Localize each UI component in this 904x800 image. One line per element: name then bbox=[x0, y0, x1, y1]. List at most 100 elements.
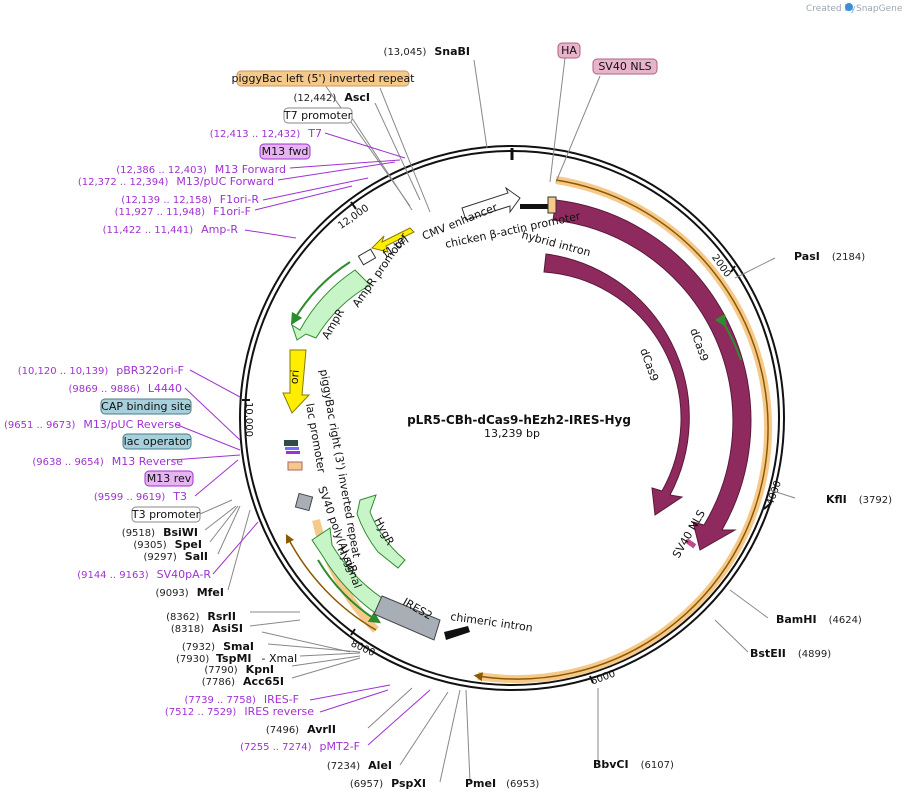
dcas9-outer-arrow bbox=[552, 199, 752, 551]
box-t7-promoter-bg bbox=[283, 107, 353, 124]
box-t3-promoter: T3 promoter bbox=[131, 506, 201, 523]
site-snabi: (13,045)SnaBI bbox=[384, 45, 470, 58]
primer-t3: (9599 .. 9619)T3 bbox=[94, 490, 187, 503]
box-t7-promoter: T7 promoter bbox=[283, 107, 353, 124]
primer-l4440: (9869 .. 9886)L4440 bbox=[68, 382, 182, 395]
primer-amp-r: (11,422 .. 11,441)Amp-R bbox=[103, 223, 239, 236]
site-pspxi: (6957)PspXI bbox=[350, 777, 426, 790]
backbone-outer bbox=[239, 145, 785, 691]
box-sv40-nls-label: SV40 NLS bbox=[598, 60, 651, 73]
tick-marks bbox=[242, 201, 772, 684]
site-bsteii: BstEII(4899) bbox=[750, 647, 831, 660]
site-pmei: PmeI(6953) bbox=[465, 777, 539, 790]
site-avrii: (7496)AvrII bbox=[266, 723, 336, 736]
ori-arrow bbox=[282, 349, 311, 414]
sv40-polya-marker bbox=[294, 492, 314, 512]
tick-10000: 10,000 bbox=[243, 402, 254, 437]
box-ha-bg bbox=[557, 42, 581, 59]
cmv-enhancer-arrow bbox=[461, 186, 521, 221]
box-lac-operator-bg bbox=[122, 433, 192, 450]
site-bsiwi: (9518)BsiWI bbox=[122, 526, 198, 539]
site-acc65i: (7786)Acc65I bbox=[202, 675, 284, 688]
f1-ori-arrow bbox=[371, 227, 415, 253]
primer-ires-f: (7739 .. 7758)IRES-F bbox=[184, 693, 299, 706]
box-cap-site-label: CAP binding site bbox=[101, 400, 191, 413]
chimeric-intron-bar bbox=[444, 626, 470, 640]
primer-pmt2-f: (7255 .. 7274)pMT2-F bbox=[240, 740, 360, 753]
plasmid-name: pLR5-CBh-dCas9-hEzh2-IRES-Hyg bbox=[407, 413, 631, 427]
snapgene-logo-icon bbox=[845, 3, 853, 11]
box-cap-site-bg bbox=[100, 398, 192, 415]
m13-rev-marker bbox=[286, 451, 300, 454]
hybrid-intron-bar bbox=[520, 204, 548, 209]
site-smai: (7932)SmaI bbox=[182, 640, 254, 653]
primer-m13-puc-reverse: (9651 .. 9673)M13/pUC Reverse bbox=[4, 418, 181, 431]
box-lac-operator-label: lac operator bbox=[124, 435, 191, 448]
primer-f1ori-f: (11,927 .. 11,948)F1ori-F bbox=[115, 205, 251, 218]
site-mfei: (9093)MfeI bbox=[155, 586, 224, 599]
box-sv40-nls: SV40 NLS bbox=[592, 58, 658, 75]
credit-prefix: Created by bbox=[806, 4, 856, 14]
highlight-band-lower-line bbox=[285, 534, 377, 631]
box-sv40-nls-bg bbox=[592, 58, 658, 75]
ampr-promoter-box bbox=[357, 248, 377, 266]
ires2-box bbox=[373, 595, 441, 641]
dcas9-outer-label: dCas9 bbox=[687, 327, 711, 364]
site-tspmi: TspMI- XmaI bbox=[216, 652, 297, 665]
box-ha-label: HA bbox=[561, 44, 577, 57]
box-piggybac-left: piggyBac left (5') inverted repeat bbox=[232, 70, 416, 87]
highlight-band-outer-line bbox=[473, 179, 769, 682]
site-alei: (7234)AleI bbox=[327, 759, 392, 772]
box-ha: HA bbox=[557, 42, 581, 59]
primer-ires-reverse: (7512 .. 7529)IRES reverse bbox=[165, 705, 314, 718]
site-kpni: (7790)KpnI bbox=[204, 663, 274, 676]
primer-f1ori-r: (12,139 .. 12,158)F1ori-R bbox=[121, 193, 259, 206]
box-m13-rev-bg bbox=[144, 470, 194, 487]
snapgene-credit: Created by SnapGene bbox=[806, 3, 903, 14]
lac-operator-marker bbox=[285, 447, 299, 450]
credit-brand: SnapGene bbox=[856, 4, 903, 14]
primer-leader-lines bbox=[171, 132, 431, 746]
site-asisi: (8318)AsiSI bbox=[171, 622, 243, 635]
box-m13-fwd-bg bbox=[259, 143, 311, 160]
box-m13-rev: M13 rev bbox=[144, 470, 194, 487]
primer-pbr322ori-f: (10,120 .. 10,139)pBR322ori-F bbox=[18, 364, 184, 377]
dcas9-inner-arrow bbox=[543, 253, 690, 516]
sv40-nls-marker bbox=[685, 538, 697, 549]
box-piggybac-left-bg bbox=[236, 70, 410, 87]
hygr-inner-arrow bbox=[356, 494, 406, 569]
site-pasi: PasI(2184) bbox=[794, 250, 865, 263]
site-rsrii: (8362)RsrII bbox=[166, 610, 236, 623]
box-m13-fwd-label: M13 fwd bbox=[262, 145, 309, 158]
site-asci: (12,442)AscI bbox=[294, 91, 370, 104]
box-cap-site: CAP binding site bbox=[100, 398, 192, 415]
dcas9-inner-label: dCas9 bbox=[637, 347, 661, 384]
ha-marker bbox=[547, 196, 557, 214]
primer-m13-reverse: (9638 .. 9654)M13 Reverse bbox=[32, 455, 183, 468]
site-bbvci: BbvCI(6107) bbox=[593, 758, 674, 771]
site-bamhi: BamHI(4624) bbox=[776, 613, 862, 626]
ampr-arrow bbox=[291, 269, 371, 341]
site-tspmi-pos: (7930) bbox=[176, 654, 209, 665]
dcas9-primer-arrow bbox=[714, 313, 742, 361]
ampr-primer-arrow bbox=[290, 261, 351, 326]
box-m13-rev-label: M13 rev bbox=[147, 472, 192, 485]
piggybac-right-marker bbox=[287, 461, 303, 471]
ori-label: ori bbox=[288, 369, 302, 384]
box-t7-promoter-label: T7 promoter bbox=[283, 109, 353, 122]
cap-site-marker bbox=[284, 440, 298, 446]
box-m13-fwd: M13 fwd bbox=[259, 143, 311, 160]
hygr-primer-arrow bbox=[317, 559, 382, 624]
box-t3-promoter-label: T3 promoter bbox=[131, 508, 201, 521]
site-kfli: KflI(3792) bbox=[826, 493, 892, 506]
box-lac-operator: lac operator bbox=[122, 433, 192, 450]
primer-m13-puc-forward: (12,372 .. 12,394)M13/pUC Forward bbox=[78, 175, 274, 188]
leader-lines bbox=[199, 57, 796, 783]
lac-promoter-label: lac promoter bbox=[303, 402, 328, 474]
tick-8000: 8000 bbox=[349, 638, 377, 659]
box-t3-promoter-bg bbox=[131, 506, 201, 523]
site-sali: (9297)SalI bbox=[144, 550, 208, 563]
primer-sv40pa-r: (9144 .. 9163)SV40pA-R bbox=[77, 568, 211, 581]
box-piggybac-left-label: piggyBac left (5') inverted repeat bbox=[232, 72, 416, 85]
